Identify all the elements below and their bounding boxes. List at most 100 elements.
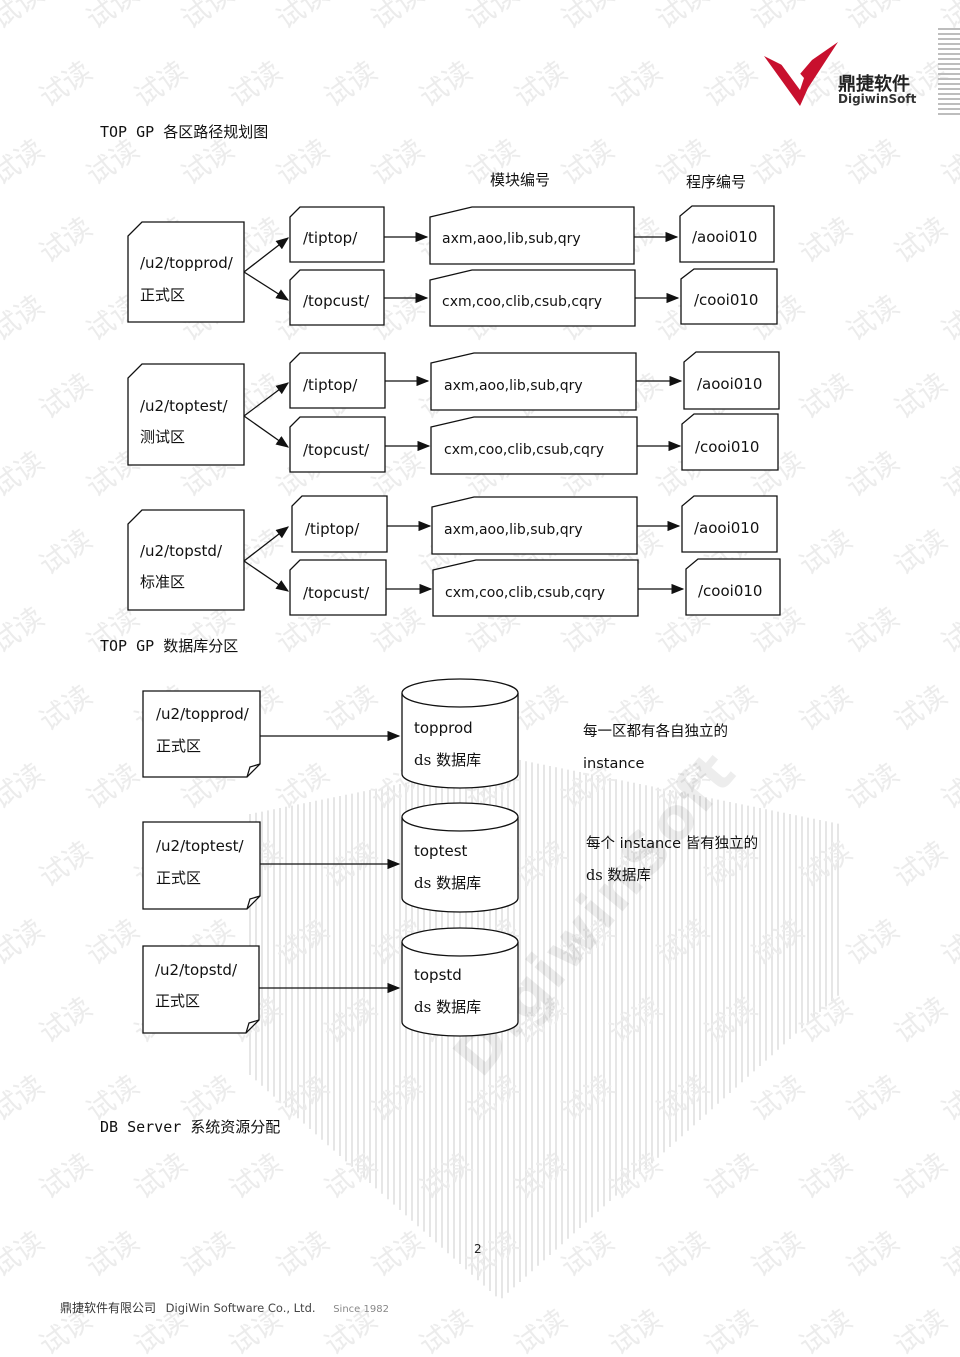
logo-name-cn: 鼎捷软件: [838, 74, 910, 95]
zone-root-path: /u2/topstd/: [140, 542, 223, 560]
path-zone-test: /u2/toptest/ 测试区 /tiptop/ axm,aoo,lib,su…: [127, 351, 780, 475]
program-code: /aooi010: [697, 375, 762, 393]
watermark-text: 试读: [745, 1069, 810, 1128]
db-root-path: /u2/topstd/: [155, 961, 238, 979]
db-instance-name: topprod: [414, 719, 473, 737]
watermark-text: 试读: [413, 1303, 478, 1357]
note-1-line-2: instance: [583, 756, 645, 772]
database-cylinder-icon: [401, 942, 519, 1037]
db-zone-name: 正式区: [155, 992, 200, 1010]
branch-arrow: [243, 271, 290, 301]
watermark-text: 试读: [650, 1069, 715, 1128]
program-box: [685, 558, 781, 616]
db-zone-test: /u2/toptest/ 正式区 toptest ds 数据库: [142, 802, 519, 913]
watermark-text: 试读: [650, 1225, 715, 1284]
watermark-text: 试读: [0, 1225, 50, 1284]
note-2-line-1: 每个 instance 皆有独立的: [586, 836, 759, 852]
zone-name: 标准区: [140, 573, 185, 591]
watermark-text: 试读: [223, 1147, 288, 1206]
db-root-path: /u2/toptest/: [156, 837, 245, 855]
module-list: cxm,coo,clib,csub,cqry: [444, 442, 604, 458]
db-root-path: /u2/topprod/: [156, 705, 250, 723]
module-list: cxm,coo,clib,csub,cqry: [445, 585, 605, 601]
dir-label: /topcust/: [303, 584, 370, 602]
db-instance-name: topstd: [414, 966, 462, 984]
watermark-text: 试读: [793, 1303, 858, 1357]
column-label-program: 程序编号: [686, 173, 746, 191]
db-note-2: 每个 instance 皆有独立的 ds 数据库: [586, 828, 758, 892]
page-number: 2: [474, 1242, 482, 1256]
watermark-text: 试读: [80, 1225, 145, 1284]
dir-label: /topcust/: [303, 441, 370, 459]
watermark-text: 试读: [793, 1147, 858, 1206]
module-box: [429, 206, 635, 265]
program-code: /aooi010: [692, 228, 757, 246]
db-root-box: [142, 945, 260, 1034]
heading-db-partition: TOP GP 数据库分区: [100, 637, 239, 655]
path-zone-prod: /u2/topprod/ 正式区 /tiptop/ axm,aoo,lib,su…: [127, 205, 778, 327]
dir-label: /tiptop/: [303, 229, 358, 247]
watermark-text: 试读: [318, 1147, 383, 1206]
module-box: [431, 496, 638, 555]
note-2-line-2: ds 数据库: [586, 868, 651, 884]
path-zone-std: /u2/topstd/ 标准区 /tiptop/ axm,aoo,lib,sub…: [127, 495, 781, 617]
db-label: ds 数据库: [414, 998, 481, 1016]
module-box: [432, 559, 639, 617]
heading-db-server: DB Server 系统资源分配: [100, 1118, 281, 1136]
db-zone-prod: /u2/topprod/ 正式区 topprod ds 数据库: [142, 678, 519, 789]
watermark-text: 试读: [888, 1303, 953, 1357]
branch-arrow: [243, 237, 290, 273]
db-instance-name: toptest: [414, 842, 468, 860]
zone-root-box: [127, 363, 245, 466]
module-list: cxm,coo,clib,csub,cqry: [442, 294, 602, 310]
watermark-text: 试读: [840, 1225, 905, 1284]
watermark-text: 试读: [698, 1147, 763, 1206]
footer: 鼎捷软件有限公司 DigiWin Software Co., Ltd. Sinc…: [60, 1299, 389, 1316]
watermark-text: 试读: [365, 1069, 430, 1128]
branch-arrow: [243, 415, 290, 448]
program-code: /cooi010: [695, 438, 759, 456]
watermark-text: 试读: [745, 1225, 810, 1284]
dir-box: [291, 495, 388, 553]
branch-arrow: [243, 526, 290, 562]
watermark-text: 试读: [935, 1225, 960, 1284]
zone-name: 正式区: [140, 286, 185, 304]
db-label: ds 数据库: [414, 751, 481, 769]
zone-root-box: [127, 221, 245, 323]
watermark-text: 试读: [33, 1147, 98, 1206]
db-zone-std: /u2/topstd/ 正式区 topstd ds 数据库: [142, 927, 519, 1037]
watermark-text: 试读: [698, 1303, 763, 1357]
program-code: /aooi010: [694, 519, 759, 537]
db-root-box: [142, 821, 261, 910]
module-box: [430, 416, 638, 475]
watermark-text: 试读: [413, 1147, 478, 1206]
dir-box: [289, 559, 387, 616]
heading-path-plan: TOP GP 各区路径规划图: [100, 123, 269, 141]
note-1-line-1: 每一区都有各自独立的: [583, 724, 728, 740]
branch-arrow: [243, 560, 290, 592]
zone-name: 测试区: [140, 428, 185, 446]
database-cylinder-icon: [401, 817, 519, 913]
zone-root-box: [127, 509, 245, 611]
program-code: /cooi010: [698, 582, 762, 600]
branch-arrow: [243, 382, 290, 417]
program-box: [681, 495, 778, 553]
footer-company-en: DigiWin Software Co., Ltd.: [165, 1301, 316, 1315]
watermark-text: 试读: [175, 1225, 240, 1284]
module-list: axm,aoo,lib,sub,qry: [442, 231, 581, 247]
dir-box: [289, 352, 386, 409]
dir-label: /tiptop/: [305, 520, 360, 538]
db-zone-name: 正式区: [156, 869, 201, 887]
module-box: [429, 269, 636, 327]
zone-root-path: /u2/toptest/: [140, 397, 229, 415]
zone-root-path: /u2/topprod/: [140, 254, 234, 272]
watermark-text: 试读: [460, 1069, 525, 1128]
dir-box: [289, 416, 386, 473]
watermark-text: 试读: [0, 1069, 50, 1128]
watermark-text: 试读: [840, 1069, 905, 1128]
column-label-module: 模块编号: [490, 171, 550, 189]
module-list: axm,aoo,lib,sub,qry: [444, 378, 583, 394]
footer-company-cn: 鼎捷软件有限公司: [60, 1301, 157, 1315]
watermark-text: 试读: [888, 1147, 953, 1206]
dir-label: /topcust/: [303, 292, 370, 310]
